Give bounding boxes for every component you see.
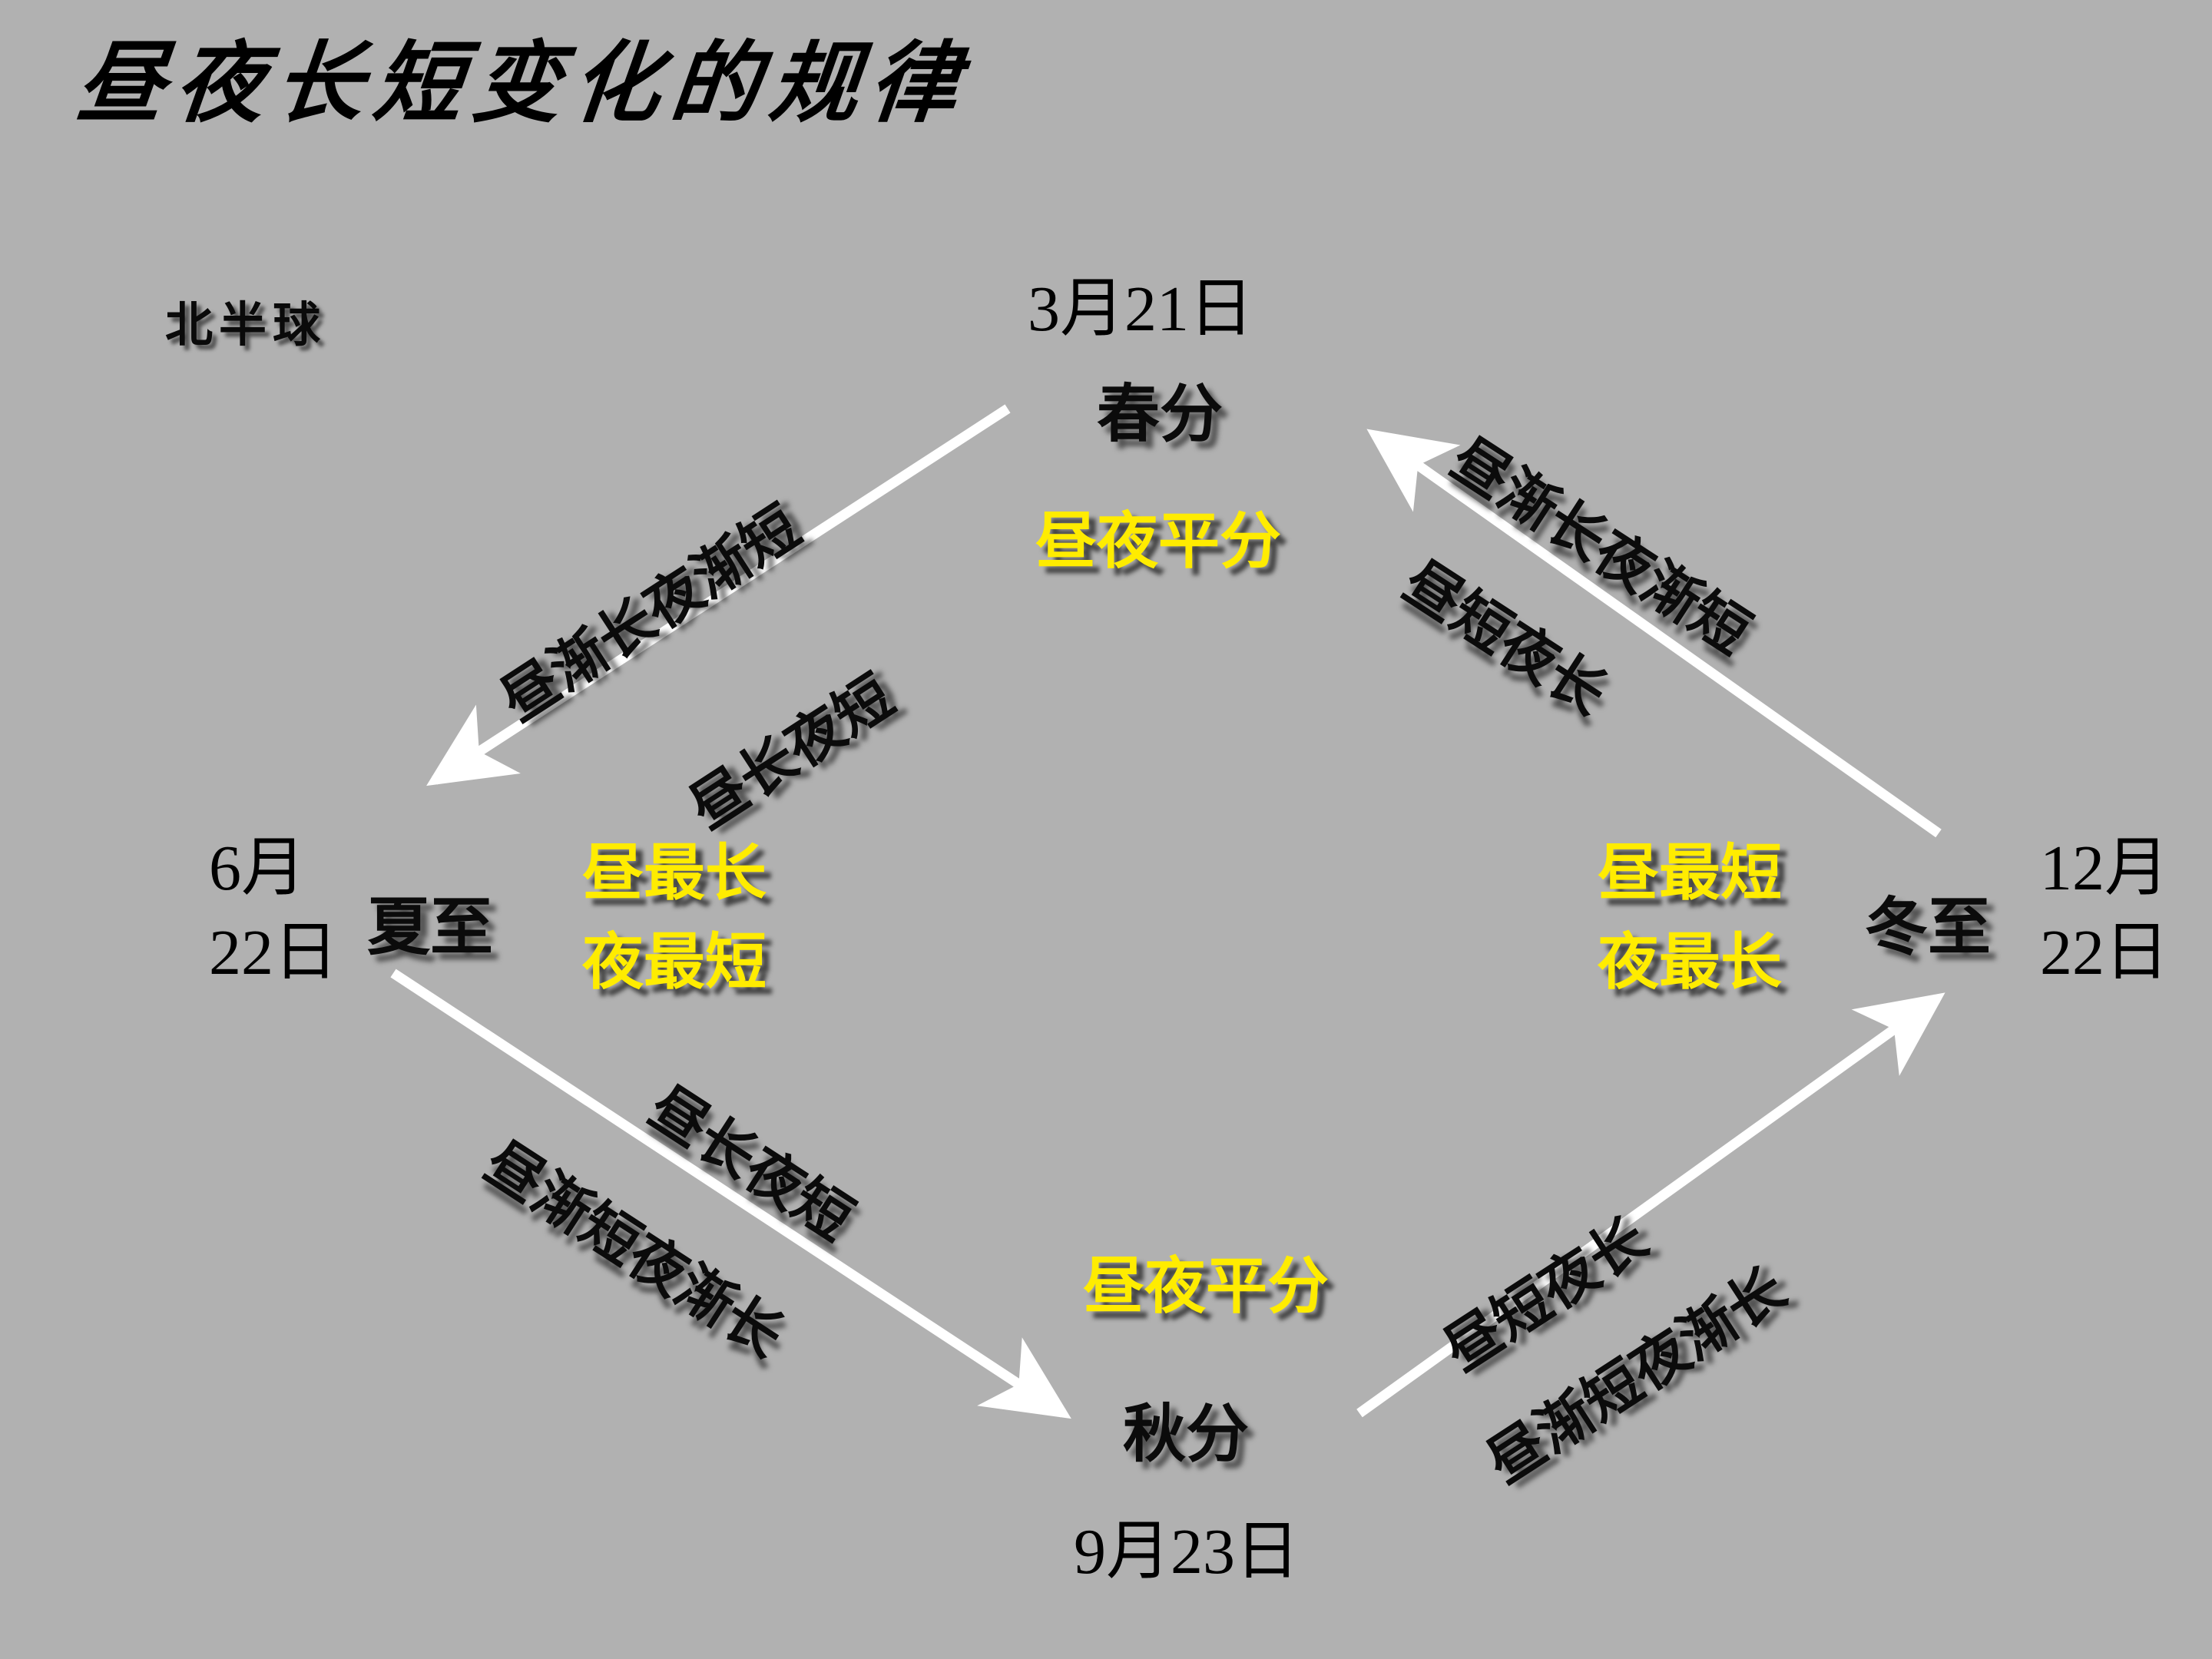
arrow-summer-to-autumn [390, 969, 1071, 1419]
winter-solstice-name: 冬至 [1865, 892, 1992, 962]
summer-solstice-date-line2: 22日 [209, 917, 339, 988]
arrow-spring-to-summer [426, 404, 1011, 786]
summer-solstice-note-line1: 昼最长 [582, 839, 767, 907]
winter-solstice-date-line1: 12月 [2040, 833, 2170, 904]
summer-solstice-note-line2: 夜最短 [582, 928, 767, 996]
winter-solstice-note-line1: 昼最短 [1598, 839, 1782, 907]
autumn-equinox-date: 9月23日 [1074, 1516, 1300, 1588]
spring-equinox-name: 春分 [1097, 379, 1224, 449]
arrow-autumn-to-winter [1356, 992, 1945, 1418]
summer-solstice-name: 夏至 [367, 892, 494, 962]
autumn-equinox-note: 昼夜平分 [1083, 1252, 1329, 1320]
winter-solstice-note-line2: 夜最长 [1598, 928, 1782, 996]
summer-solstice-date-line1: 6月 [209, 833, 306, 904]
arrow-winter-to-spring [1366, 429, 1942, 838]
autumn-equinox-name: 秋分 [1123, 1399, 1250, 1469]
hemisphere-label: 北半球 [165, 300, 327, 352]
spring-equinox-note: 昼夜平分 [1035, 507, 1281, 575]
winter-solstice-date-line2: 22日 [2040, 917, 2170, 988]
spring-equinox-date: 3月21日 [1028, 273, 1254, 345]
